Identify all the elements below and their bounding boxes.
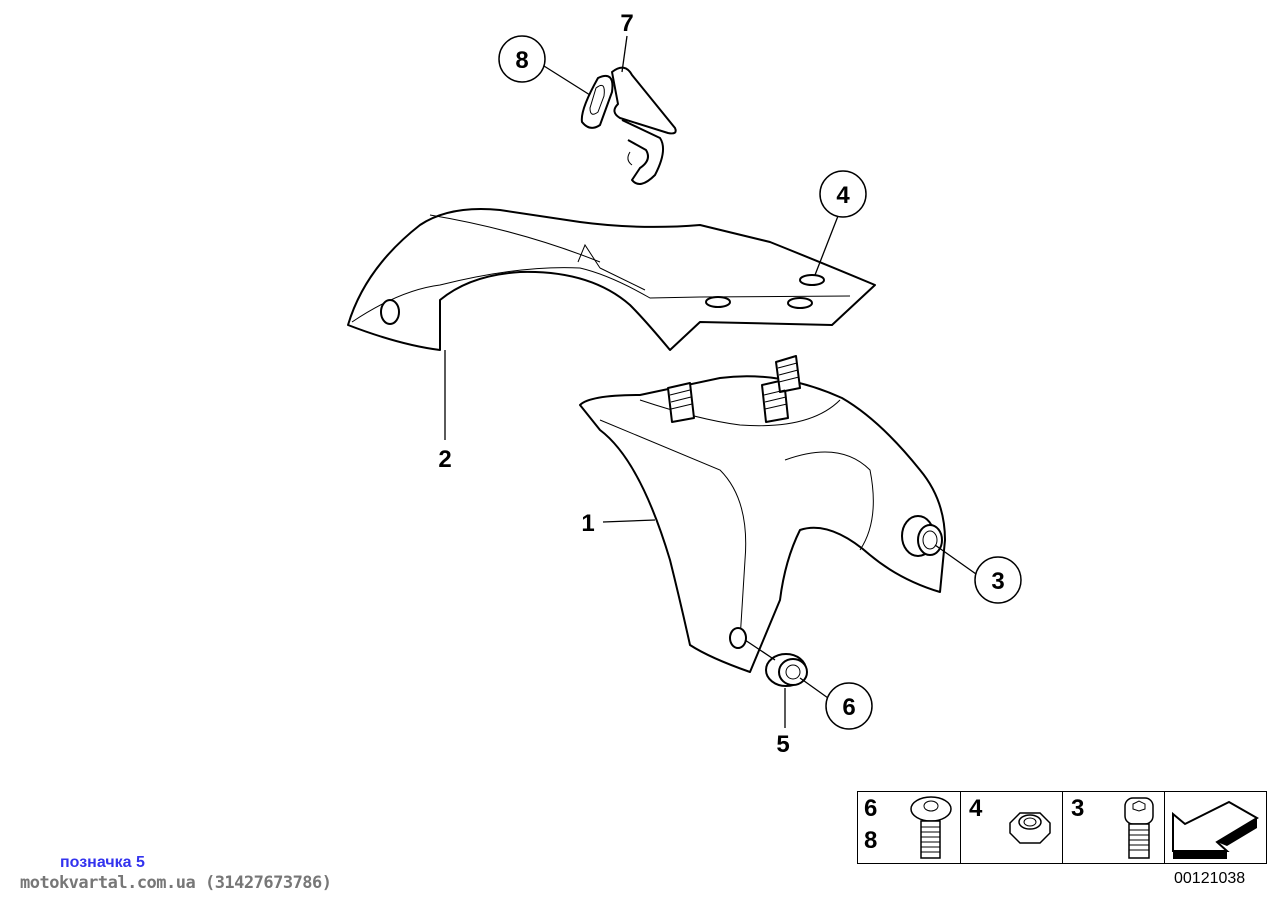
hardware-legend: 6 8 4 3	[857, 791, 1267, 864]
upper-cover-part	[347, 208, 876, 351]
site-watermark: motokvartal.com.ua (31427673786)	[20, 873, 332, 893]
callout-2[interactable]: 2	[438, 446, 451, 473]
washer-part	[765, 653, 808, 687]
callout-8-label: 8	[515, 47, 528, 74]
bracket-part	[579, 355, 946, 673]
socket-cap-screw-icon	[1124, 797, 1154, 859]
legend-number: 8	[864, 827, 878, 854]
stud-bolts	[667, 355, 801, 423]
legend-cell-arrow	[1165, 792, 1266, 863]
direction-arrow-icon	[1172, 800, 1259, 859]
legend-number: 3	[1071, 795, 1085, 822]
callout-3-label: 3	[991, 568, 1004, 595]
hex-nut-icon	[1009, 812, 1051, 844]
legend-cell-screw: 3	[1063, 792, 1165, 863]
legend-cell-nut: 4	[961, 792, 1063, 863]
caption-label: позначка 5	[60, 854, 145, 871]
callout-6-label: 6	[842, 694, 855, 721]
legend-number: 4	[969, 795, 983, 822]
callout-1[interactable]: 1	[581, 510, 594, 537]
callout-6[interactable]: 6	[825, 682, 873, 730]
callout-4[interactable]: 4	[819, 170, 867, 218]
legend-cell-bolt: 6 8	[858, 792, 961, 863]
wire-clip-part	[580, 66, 677, 185]
leader-lines	[444, 35, 977, 728]
callout-4-label: 4	[836, 182, 850, 209]
document-number: 00121038	[1174, 870, 1246, 887]
legend-number: 6	[864, 795, 878, 822]
callout-7[interactable]: 7	[620, 10, 633, 37]
torx-bolt-icon	[910, 796, 952, 859]
callout-5[interactable]: 5	[776, 731, 789, 758]
callout-8[interactable]: 8	[498, 35, 546, 83]
callout-3[interactable]: 3	[974, 556, 1022, 604]
